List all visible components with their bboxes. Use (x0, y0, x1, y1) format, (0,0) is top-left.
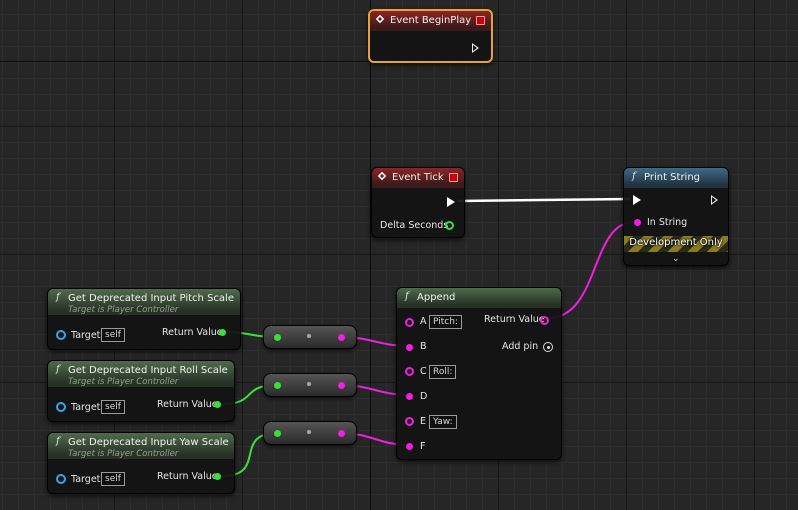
in-string-label: In String (647, 217, 688, 228)
node-subtitle: Target is Player Controller (68, 377, 179, 387)
return-value-label: Return Value (484, 314, 545, 325)
pin-e-input[interactable]: Yaw: (429, 415, 457, 429)
node-get-roll-scale[interactable]: f Get Deprecated Input Roll Scale Target… (47, 360, 235, 422)
stop-icon (476, 16, 485, 25)
target-label: Target (71, 402, 101, 413)
pin-e[interactable] (405, 417, 414, 426)
function-icon: f (56, 364, 60, 375)
pin-a-label: A (420, 316, 427, 327)
target-input[interactable]: self (101, 472, 125, 486)
node-header: f Append (397, 288, 561, 308)
pin-a[interactable] (405, 318, 414, 327)
return-value-label: Return Value (157, 471, 218, 482)
expand-chevron-icon[interactable]: ⌄ (672, 254, 680, 264)
conversion-out-pin[interactable] (338, 382, 345, 389)
target-label: Target (71, 330, 101, 341)
in-string-pin[interactable] (634, 219, 641, 226)
development-only-label: Development Only (629, 237, 723, 248)
target-pin[interactable] (56, 330, 66, 340)
conversion-node-yaw[interactable] (263, 421, 357, 445)
conversion-out-pin[interactable] (338, 430, 345, 437)
development-only-band: Development Only (624, 236, 728, 252)
node-header: Event Tick (372, 168, 464, 188)
pin-d-label: D (420, 391, 428, 402)
node-title: Get Deprecated Input Roll Scale (68, 365, 228, 376)
pin-b-label: B (420, 341, 427, 352)
node-title: Get Deprecated Input Pitch Scale (68, 293, 234, 304)
node-title: Get Deprecated Input Yaw Scale (68, 437, 229, 448)
graph-axis-vertical (370, 0, 371, 510)
return-value-pin[interactable] (219, 329, 226, 336)
target-pin[interactable] (56, 402, 66, 412)
node-header: Event BeginPlay (370, 11, 491, 31)
node-event-beginplay[interactable]: Event BeginPlay (368, 9, 493, 63)
delta-seconds-label: Delta Seconds (380, 220, 449, 231)
target-input[interactable]: self (101, 328, 125, 342)
target-input[interactable]: self (101, 400, 125, 414)
pin-e-label: E (420, 416, 427, 427)
node-event-tick[interactable]: Event Tick Delta Seconds (371, 167, 465, 238)
stop-icon (449, 173, 458, 182)
function-icon: f (632, 171, 636, 182)
conversion-node-roll[interactable] (263, 373, 357, 397)
pin-b[interactable] (406, 344, 413, 351)
pin-c-label: C (420, 366, 427, 377)
target-pin[interactable] (56, 474, 66, 484)
conversion-in-pin[interactable] (274, 382, 281, 389)
event-diamond-icon (377, 171, 387, 181)
conversion-in-pin[interactable] (274, 430, 281, 437)
conversion-out-pin[interactable] (338, 334, 345, 341)
event-diamond-icon (375, 14, 385, 24)
node-get-pitch-scale[interactable]: f Get Deprecated Input Pitch Scale Targe… (47, 288, 241, 350)
node-header: f Get Deprecated Input Roll Scale Target… (48, 361, 234, 387)
conversion-center-dot (307, 430, 311, 434)
pin-c[interactable] (405, 367, 414, 376)
function-icon: f (405, 291, 409, 302)
add-pin-label[interactable]: Add pin (502, 341, 539, 352)
node-header: f Get Deprecated Input Yaw Scale Target … (48, 433, 234, 459)
node-header: f Get Deprecated Input Pitch Scale Targe… (48, 289, 240, 315)
pin-a-input[interactable]: Pitch: (429, 315, 462, 329)
add-circle-icon[interactable] (543, 342, 553, 352)
node-append[interactable]: f Append Return Value A Pitch: B Add pin… (396, 287, 562, 460)
pin-c-input[interactable]: Roll: (429, 365, 457, 379)
function-icon: f (56, 436, 60, 447)
node-title: Event BeginPlay (390, 15, 472, 26)
conversion-in-pin[interactable] (274, 334, 281, 341)
return-value-label: Return Value (162, 327, 223, 338)
node-title: Print String (644, 172, 701, 183)
function-icon: f (56, 292, 60, 303)
target-label: Target (71, 474, 101, 485)
pin-f[interactable] (406, 443, 413, 450)
pin-d[interactable] (406, 393, 413, 400)
exec-wire (457, 197, 631, 203)
node-subtitle: Target is Player Controller (68, 449, 179, 459)
node-print-string[interactable]: f Print String In String Development Onl… (623, 167, 729, 266)
node-header: f Print String (624, 168, 728, 188)
return-value-label: Return Value (157, 399, 218, 410)
delta-seconds-pin[interactable] (445, 221, 454, 230)
pin-f-label: F (420, 441, 426, 452)
return-value-pin[interactable] (214, 401, 221, 408)
conversion-center-dot (307, 334, 311, 338)
conversion-center-dot (307, 382, 311, 386)
node-title: Append (417, 292, 456, 303)
return-value-pin[interactable] (540, 316, 549, 325)
node-subtitle: Target is Player Controller (68, 305, 179, 315)
node-title: Event Tick (392, 172, 444, 183)
conversion-node-pitch[interactable] (263, 325, 357, 349)
node-get-yaw-scale[interactable]: f Get Deprecated Input Yaw Scale Target … (47, 432, 235, 494)
return-value-pin[interactable] (214, 473, 221, 480)
